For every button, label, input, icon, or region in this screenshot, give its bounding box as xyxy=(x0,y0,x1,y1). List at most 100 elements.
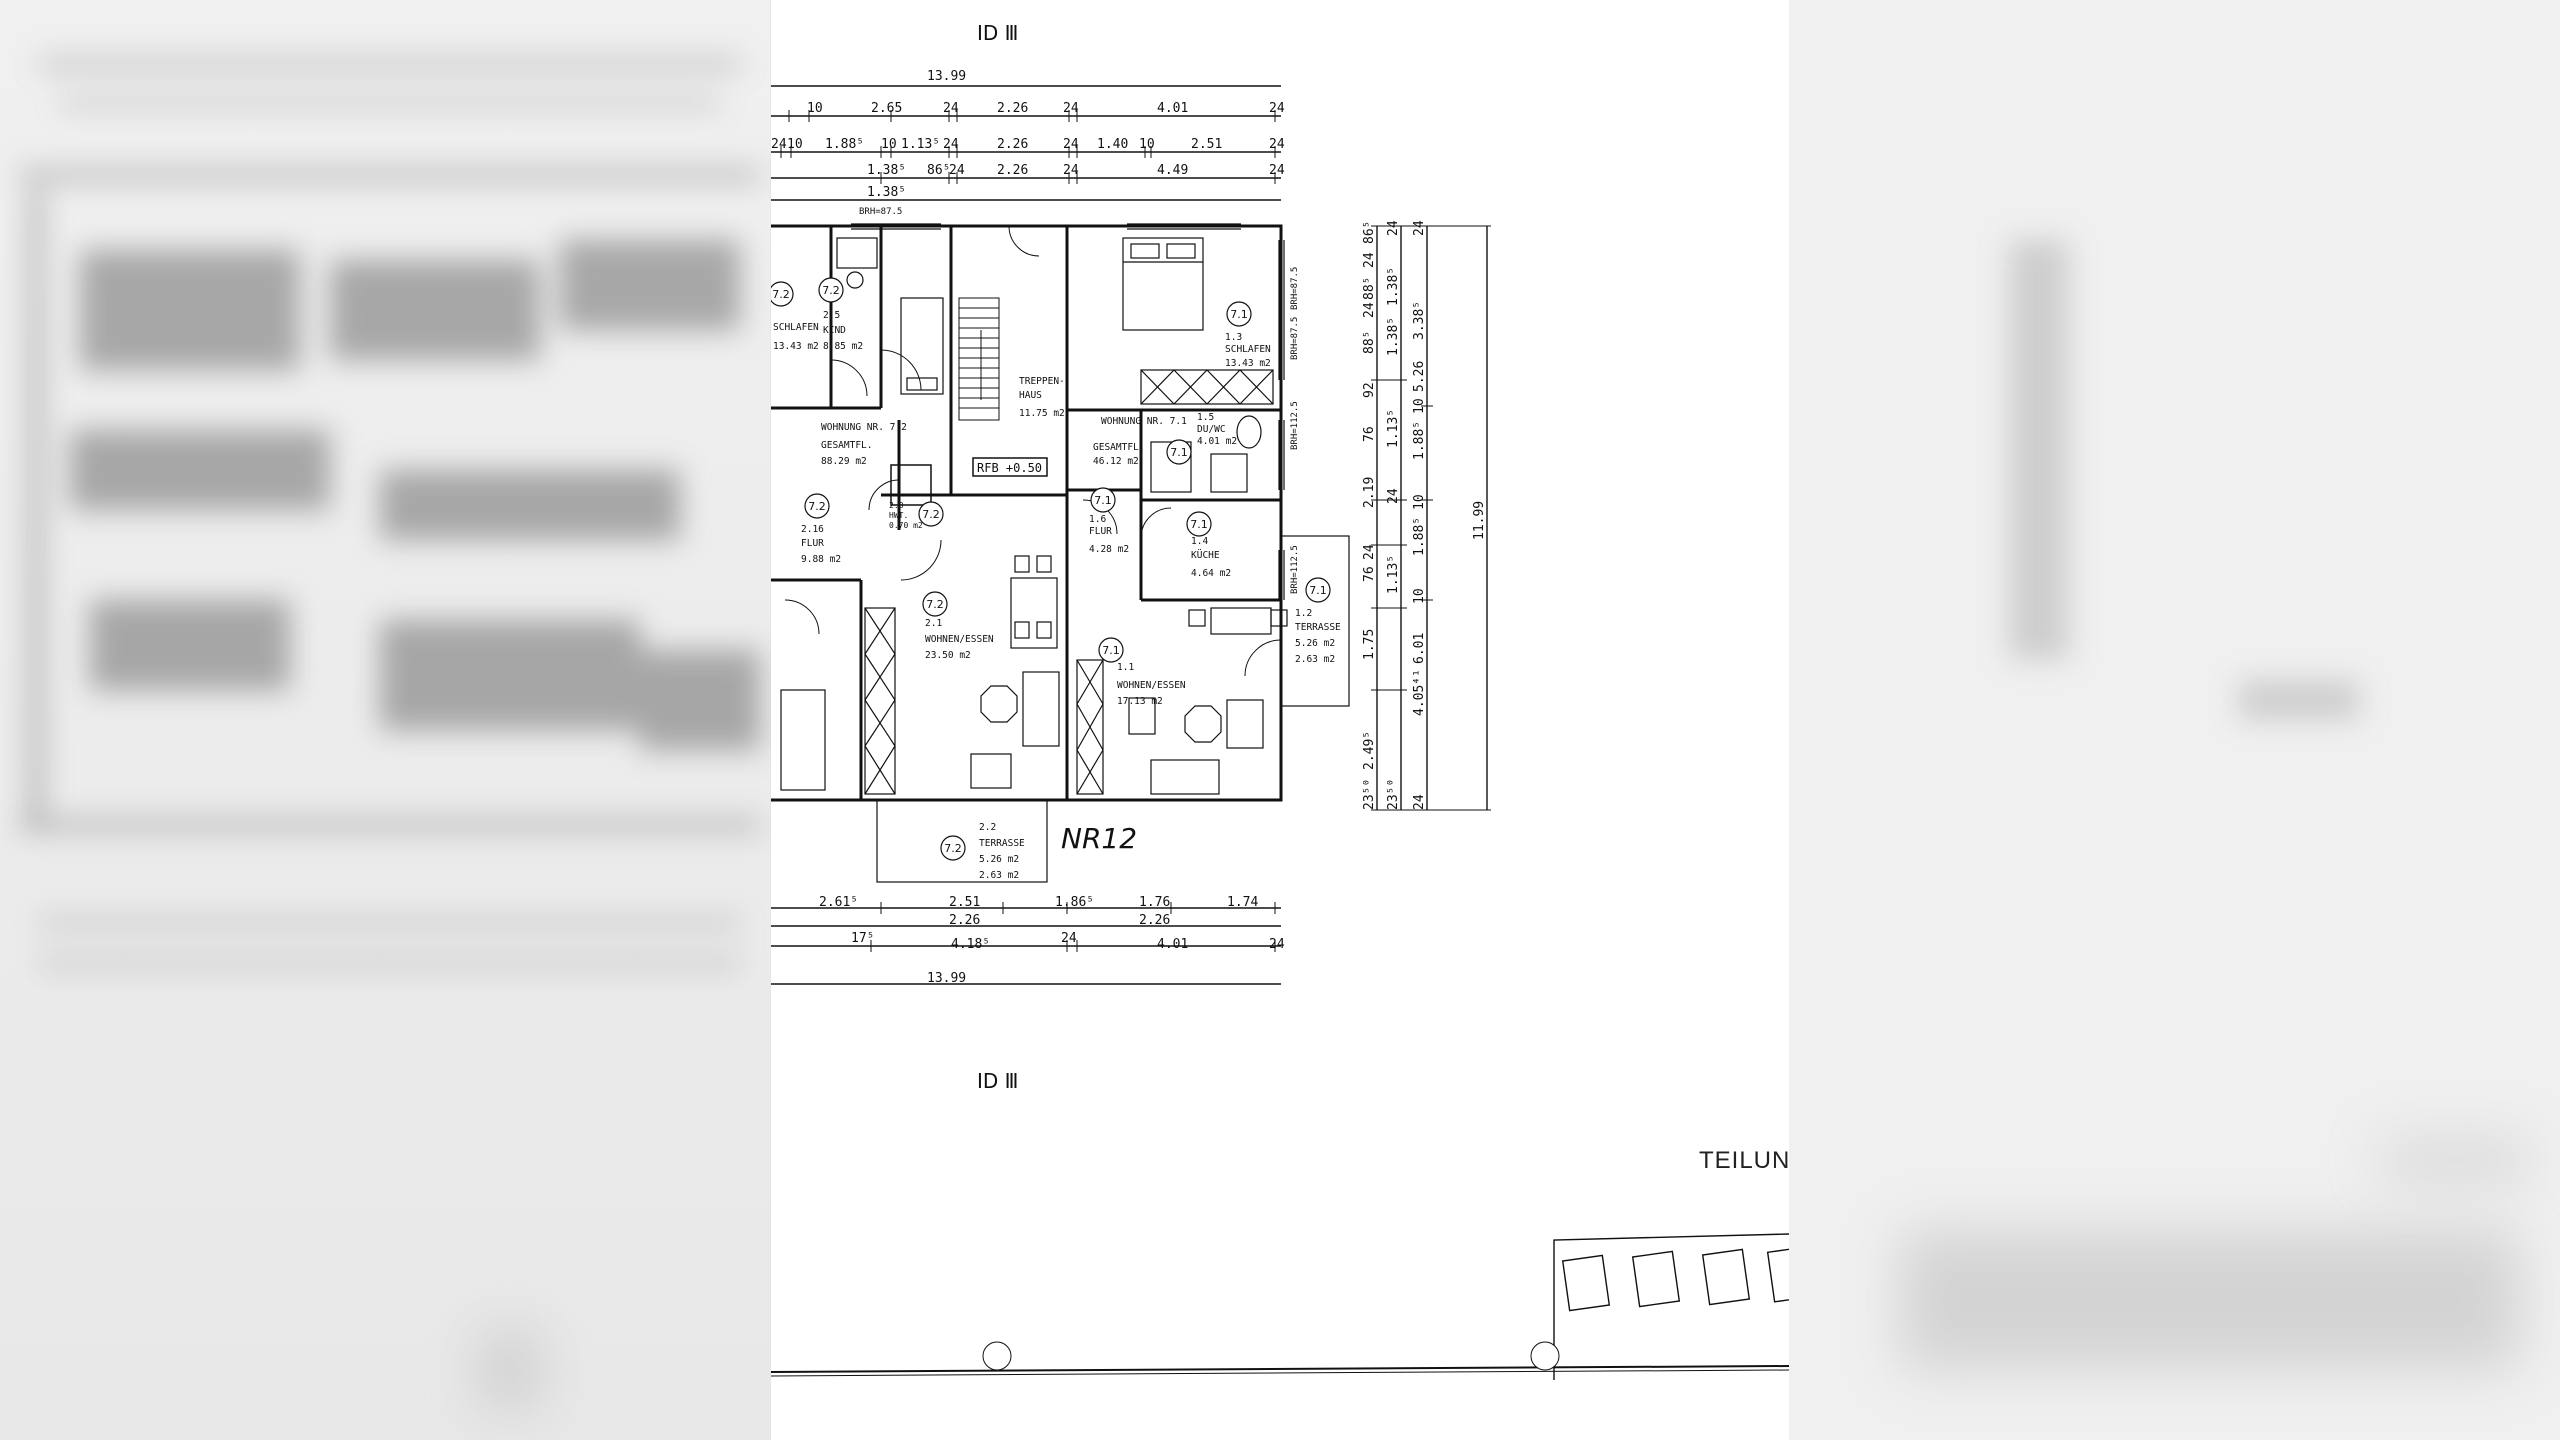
room-tag: 7.2 xyxy=(808,500,826,513)
dim-top: 10 xyxy=(787,137,803,152)
room-name: SCHLAFEN xyxy=(773,322,819,333)
dim-top: 24 xyxy=(1269,163,1285,178)
floor-plan-drawing: ID Ⅲ xyxy=(771,21,1789,1380)
room-number: 1.6 xyxy=(1089,514,1106,525)
room-area: 5.26 m2 xyxy=(979,854,1019,865)
room-number: 2.5 xyxy=(823,310,840,321)
dim-right: 3.38⁵ xyxy=(1412,301,1427,340)
dim-bottom: 2.51 xyxy=(949,895,980,910)
dim-top: 4.01 xyxy=(1157,101,1188,116)
dim-top: 24 xyxy=(943,137,959,152)
room-name: DU/WC xyxy=(1197,424,1226,435)
room-name: TERRASSE xyxy=(979,838,1025,849)
dim-right: 1.13⁵ xyxy=(1386,409,1401,448)
apartment-total-area: 46.12 m2 xyxy=(1093,456,1139,467)
room-area: 4.01 m2 xyxy=(1197,436,1237,447)
dim-top: 86⁵ xyxy=(927,163,950,178)
dim-right: 1.88⁵ xyxy=(1412,421,1427,460)
dim-right: 88⁵ xyxy=(1362,277,1377,300)
room-tag: 7.1 xyxy=(1170,446,1188,459)
dim-right: 24 xyxy=(1386,488,1401,504)
dim-top: 10 xyxy=(881,137,897,152)
dim-top: 2.26 xyxy=(997,101,1028,116)
dim-bottom: 2.61⁵ xyxy=(819,895,858,910)
dim-right: 88⁵ xyxy=(1362,331,1377,354)
room-tag: 7.1 xyxy=(1230,308,1248,321)
room-number: 2.2 xyxy=(979,822,996,833)
blurred-plan-left xyxy=(0,0,770,1100)
dim-right: 76 xyxy=(1362,426,1377,442)
room-area: 4.28 m2 xyxy=(1089,544,1129,555)
dim-top: 24 xyxy=(1063,101,1079,116)
dim-top: 24 xyxy=(943,101,959,116)
room-name: HAUS xyxy=(1019,390,1042,401)
dim-right: 10 xyxy=(1412,398,1427,414)
room-number: 1.1 xyxy=(1117,662,1134,673)
room-area: 11.75 m2 xyxy=(1019,408,1065,419)
dim-right: 1.75 xyxy=(1362,629,1377,660)
section-mark-top: ID Ⅲ xyxy=(977,21,1018,45)
dim-bottom: 24 xyxy=(1269,937,1285,952)
dim-bottom: 4.01 xyxy=(1157,937,1188,952)
apartment-total-area: 88.29 m2 xyxy=(821,456,867,467)
dim-right: 76 xyxy=(1362,566,1377,582)
apartment-total-label: GESAMTFL. xyxy=(1093,442,1144,453)
room-area: 13.43 m2 xyxy=(773,341,819,352)
room-tag: 7.1 xyxy=(1102,644,1120,657)
brh-label: BRH=112.5 xyxy=(1290,401,1300,450)
dim-right: 23⁵⁰ xyxy=(1386,779,1401,810)
room-name: TREPPEN- xyxy=(1019,376,1065,387)
room-name: FLUR xyxy=(801,538,824,549)
room-tag: 7.2 xyxy=(944,842,962,855)
dim-bottom: 2.26 xyxy=(949,913,980,928)
dim-top: 4.49 xyxy=(1157,163,1188,178)
dim-right: 10 xyxy=(1412,588,1427,604)
dim-right: 24 xyxy=(1386,220,1401,236)
room-number: 1.4 xyxy=(1191,536,1208,547)
dim-bottom: 17⁵ xyxy=(851,931,874,946)
room-number: 1.5 xyxy=(1197,412,1214,423)
room-area: 8.85 m2 xyxy=(823,341,863,352)
room-number: 2.1 xyxy=(925,618,942,629)
room-area: 2.63 m2 xyxy=(1295,654,1335,665)
dim-top: 2.26 xyxy=(997,163,1028,178)
dim-right: 2.19 xyxy=(1362,477,1377,508)
room-number: 1.2 xyxy=(1295,608,1312,619)
dim-right: 5.26 xyxy=(1412,361,1427,392)
apartment-title: WOHNUNG NR. 7.1 xyxy=(1101,416,1187,427)
room-name: TERRASSE xyxy=(1295,622,1341,633)
section-mark-bottom: ID Ⅲ xyxy=(977,1069,1018,1093)
dim-top: 10 xyxy=(807,101,823,116)
dim-top: 1.13⁵ xyxy=(901,137,940,152)
dim-top: 1.38⁵ xyxy=(867,185,906,200)
room-area: 17.13 m2 xyxy=(1117,696,1163,707)
dim-right: 24 xyxy=(1412,794,1427,810)
room-area: 5.26 m2 xyxy=(1295,638,1335,649)
dim-top: 1.40 xyxy=(1097,137,1128,152)
room-number: 2.8 xyxy=(889,501,904,510)
brh-label: BRH=87.5 xyxy=(1290,317,1300,360)
room-area: 23.50 m2 xyxy=(925,650,971,661)
dim-bottom: 1.74 xyxy=(1227,895,1258,910)
dim-top: 24 xyxy=(1269,137,1285,152)
room-tag: 7.2 xyxy=(922,508,940,521)
room-tag: 7.1 xyxy=(1094,494,1112,507)
dim-top: 10 xyxy=(1139,137,1155,152)
dim-right: 23⁵⁰ xyxy=(1362,779,1377,810)
room-tag: 7.2 xyxy=(822,284,840,297)
dim-right: 1.38⁵ xyxy=(1386,267,1401,306)
room-name: WOHNEN/ESSEN xyxy=(1117,680,1186,691)
apartment-title: WOHNUNG NR. 7.2 xyxy=(821,422,907,433)
room-tag: 7.2 xyxy=(772,288,790,301)
dim-right-total: 11.99 xyxy=(1472,501,1487,540)
room-tag: 7.1 xyxy=(1190,518,1208,531)
dim-bottom: 1.76 xyxy=(1139,895,1170,910)
dim-top: 24 xyxy=(1269,101,1285,116)
dim-top: 24 xyxy=(1063,163,1079,178)
floor-plan-sheet: ID Ⅲ xyxy=(771,0,1789,1440)
dim-bottom-total: 13.99 xyxy=(927,971,966,986)
room-name: HWT. xyxy=(889,511,908,520)
room-area: 0.70 m2 xyxy=(889,521,923,530)
room-name: SCHLAFEN xyxy=(1225,344,1271,355)
room-tag: 7.2 xyxy=(926,598,944,611)
